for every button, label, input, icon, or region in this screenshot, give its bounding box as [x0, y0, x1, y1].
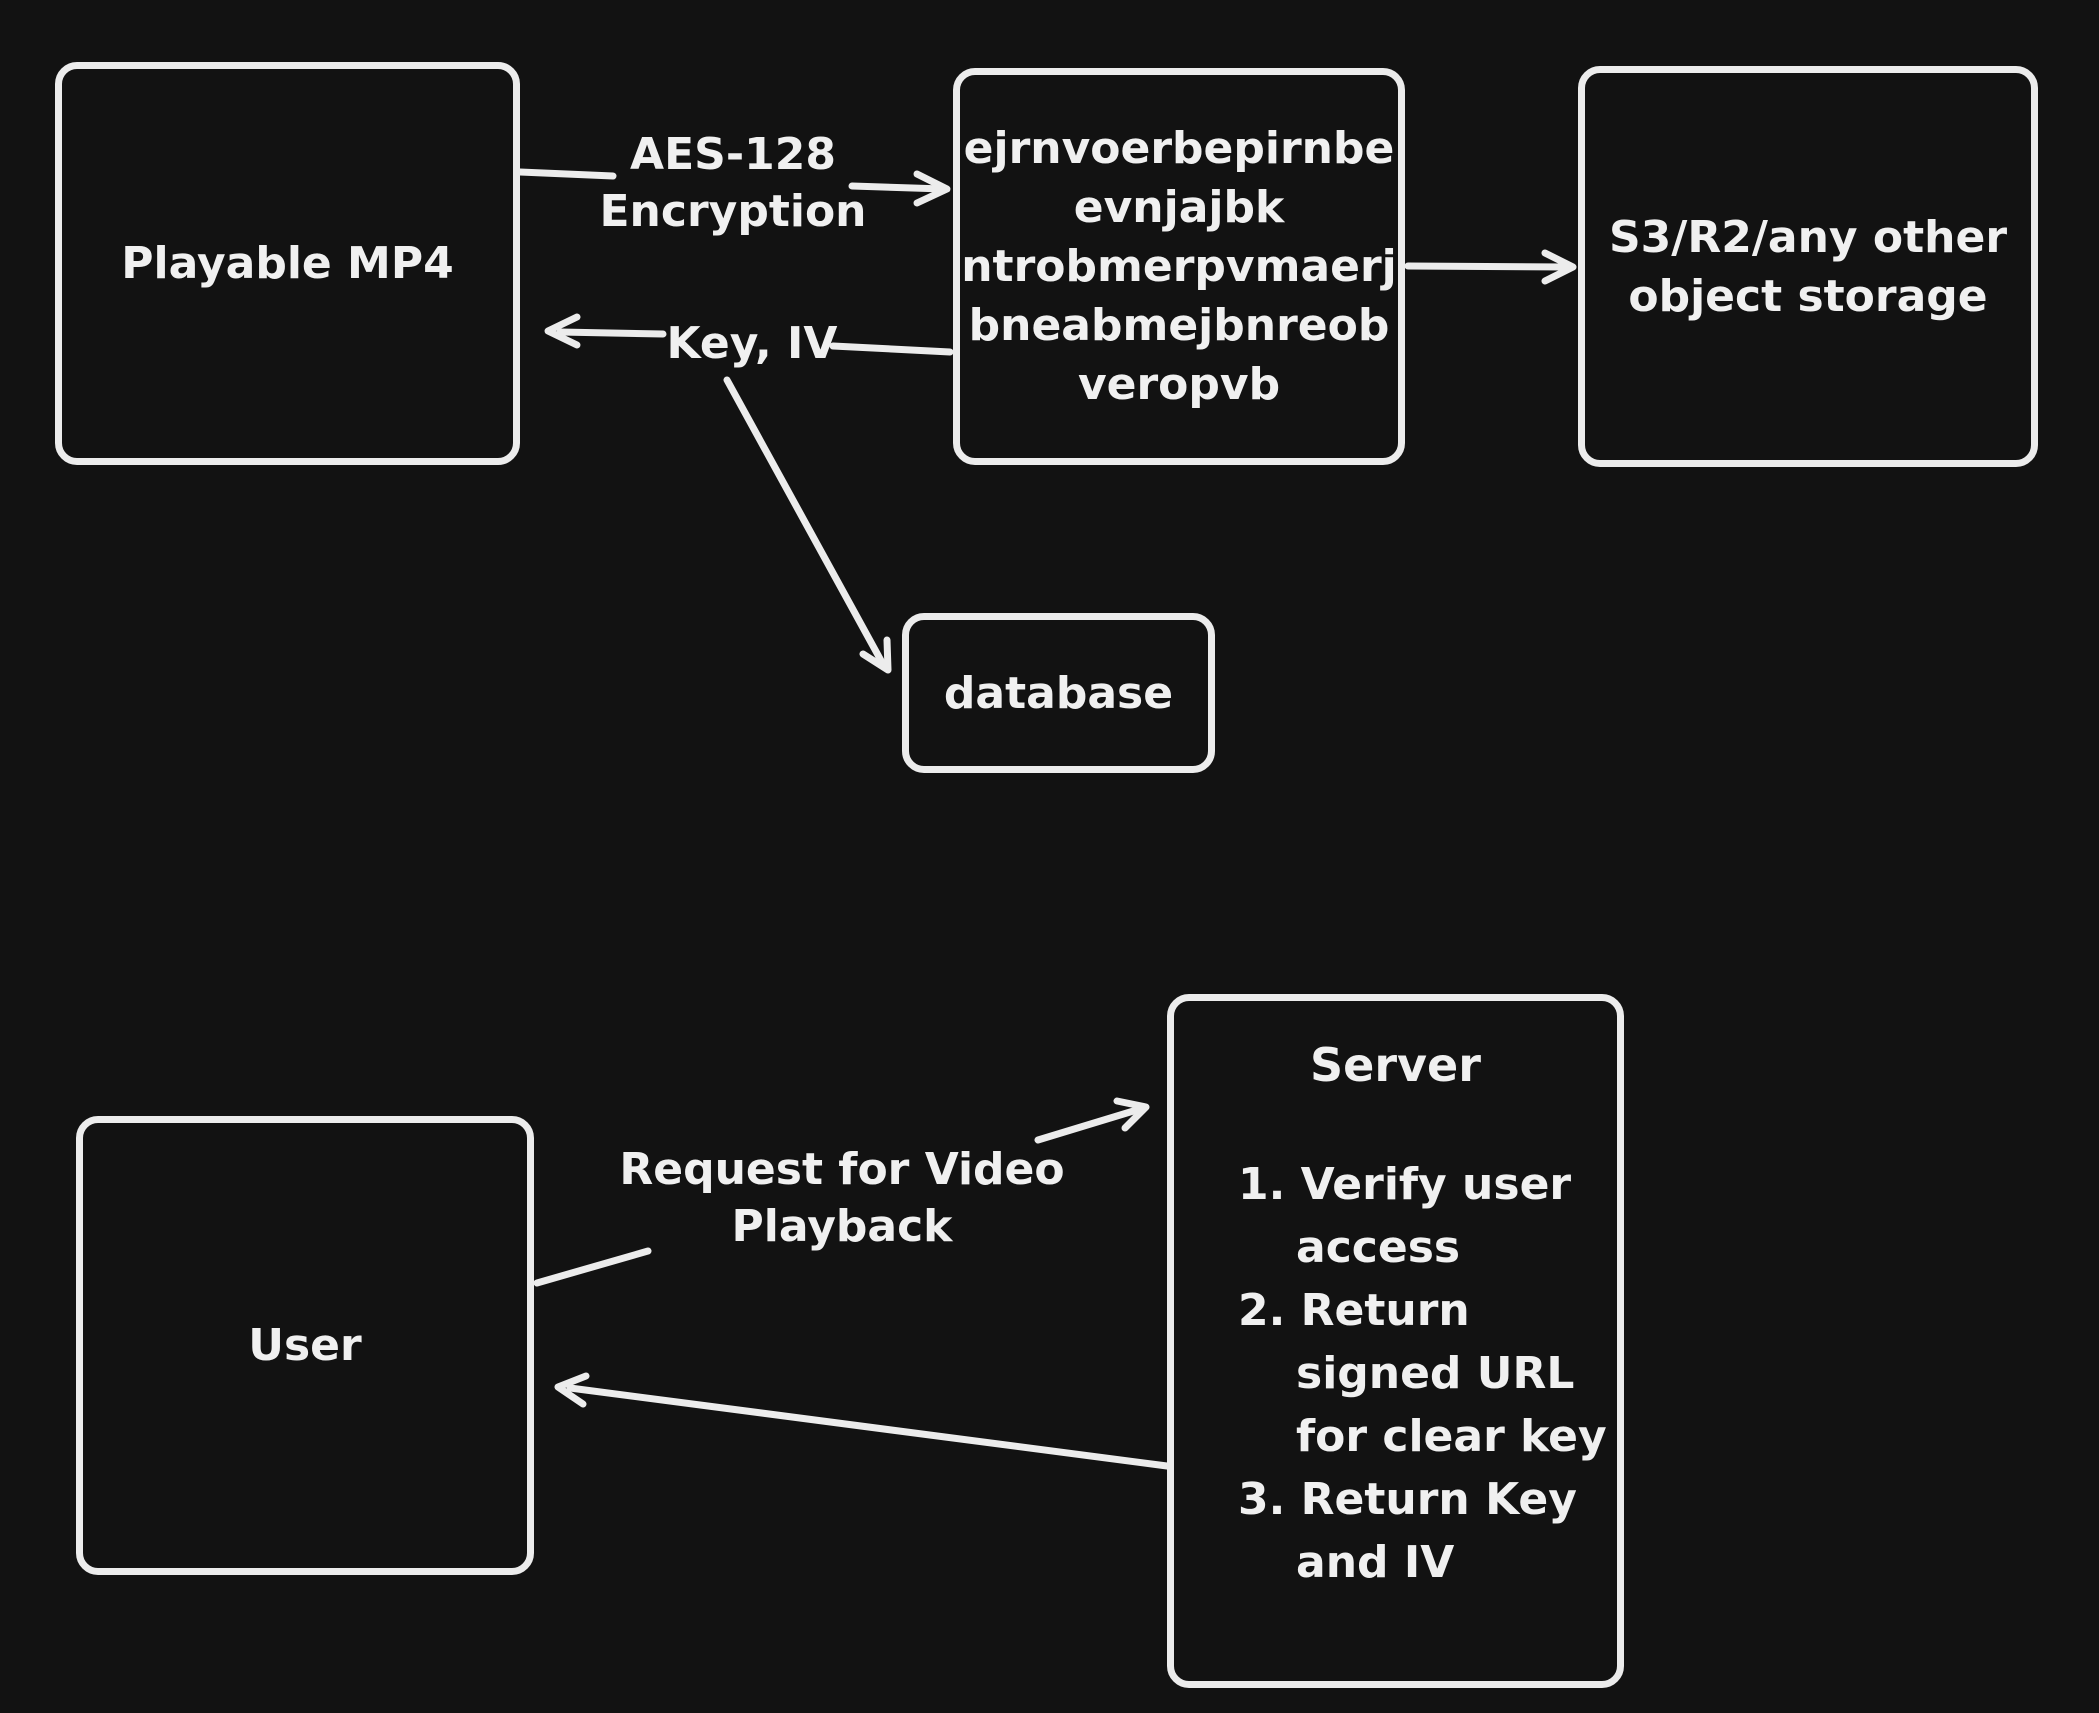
node-encrypted-segments[interactable]: ejrnvoerbepirnbe evnjajbk ntrobmerpvmaer… — [953, 68, 1405, 465]
node-playable-mp4-label: Playable MP4 — [121, 238, 454, 289]
storage-line: S3/R2/any other — [1608, 211, 2008, 263]
server-title: Server — [1310, 1038, 1481, 1092]
server-steps: 1. Verify user access 2. Return signed U… — [1174, 1153, 1617, 1594]
response-arrow[interactable] — [554, 1372, 1171, 1470]
server-step-line: access — [1296, 1222, 1461, 1273]
key-iv-label-line: Key, IV — [666, 318, 838, 369]
node-object-storage[interactable]: S3/R2/any other object storage — [1578, 66, 2038, 467]
storage-line: object storage — [1628, 270, 1988, 322]
encryption-arrow[interactable] — [516, 168, 951, 207]
encryption-arrow-label[interactable]: AES-128 Encryption — [599, 126, 866, 240]
key-iv-arrow-label[interactable]: Key, IV — [667, 315, 838, 372]
storage-arrow[interactable] — [1404, 249, 1577, 285]
request-arrow[interactable] — [533, 1097, 1150, 1287]
key-iv-arrow[interactable] — [544, 313, 954, 356]
server-step-line: and IV — [1296, 1537, 1455, 1588]
encrypted-line: ntrobmerpvmaerj — [961, 241, 1397, 292]
encryption-label-line: AES-128 — [630, 129, 836, 180]
node-user[interactable]: User — [76, 1116, 534, 1575]
encryption-label-line: Encryption — [599, 186, 867, 237]
node-user-label: User — [248, 1320, 362, 1371]
request-label-line: Playback — [731, 1201, 953, 1252]
request-arrow-label[interactable]: Request for Video Playback — [619, 1141, 1064, 1255]
node-playable-mp4[interactable]: Playable MP4 — [55, 62, 520, 465]
node-database[interactable]: database — [902, 613, 1215, 773]
encrypted-line: bneabmejbnreob — [968, 300, 1390, 351]
server-step-line: 3. Return Key — [1238, 1474, 1577, 1525]
request-label-line: Request for Video — [619, 1144, 1065, 1195]
key-iv-to-database-arrow[interactable] — [723, 376, 892, 674]
node-server[interactable]: Server 1. Verify user access 2. Return s… — [1167, 994, 1624, 1688]
server-step-line: for clear key — [1296, 1411, 1607, 1462]
encrypted-line: ejrnvoerbepirnbe — [963, 123, 1395, 174]
encrypted-line: evnjajbk — [1073, 182, 1285, 233]
server-step-line: 1. Verify user — [1238, 1159, 1572, 1210]
server-step-line: signed URL — [1296, 1348, 1575, 1399]
server-step-line: 2. Return — [1238, 1285, 1470, 1336]
encrypted-line: veropvb — [1077, 359, 1281, 410]
node-database-label: database — [943, 667, 1174, 719]
